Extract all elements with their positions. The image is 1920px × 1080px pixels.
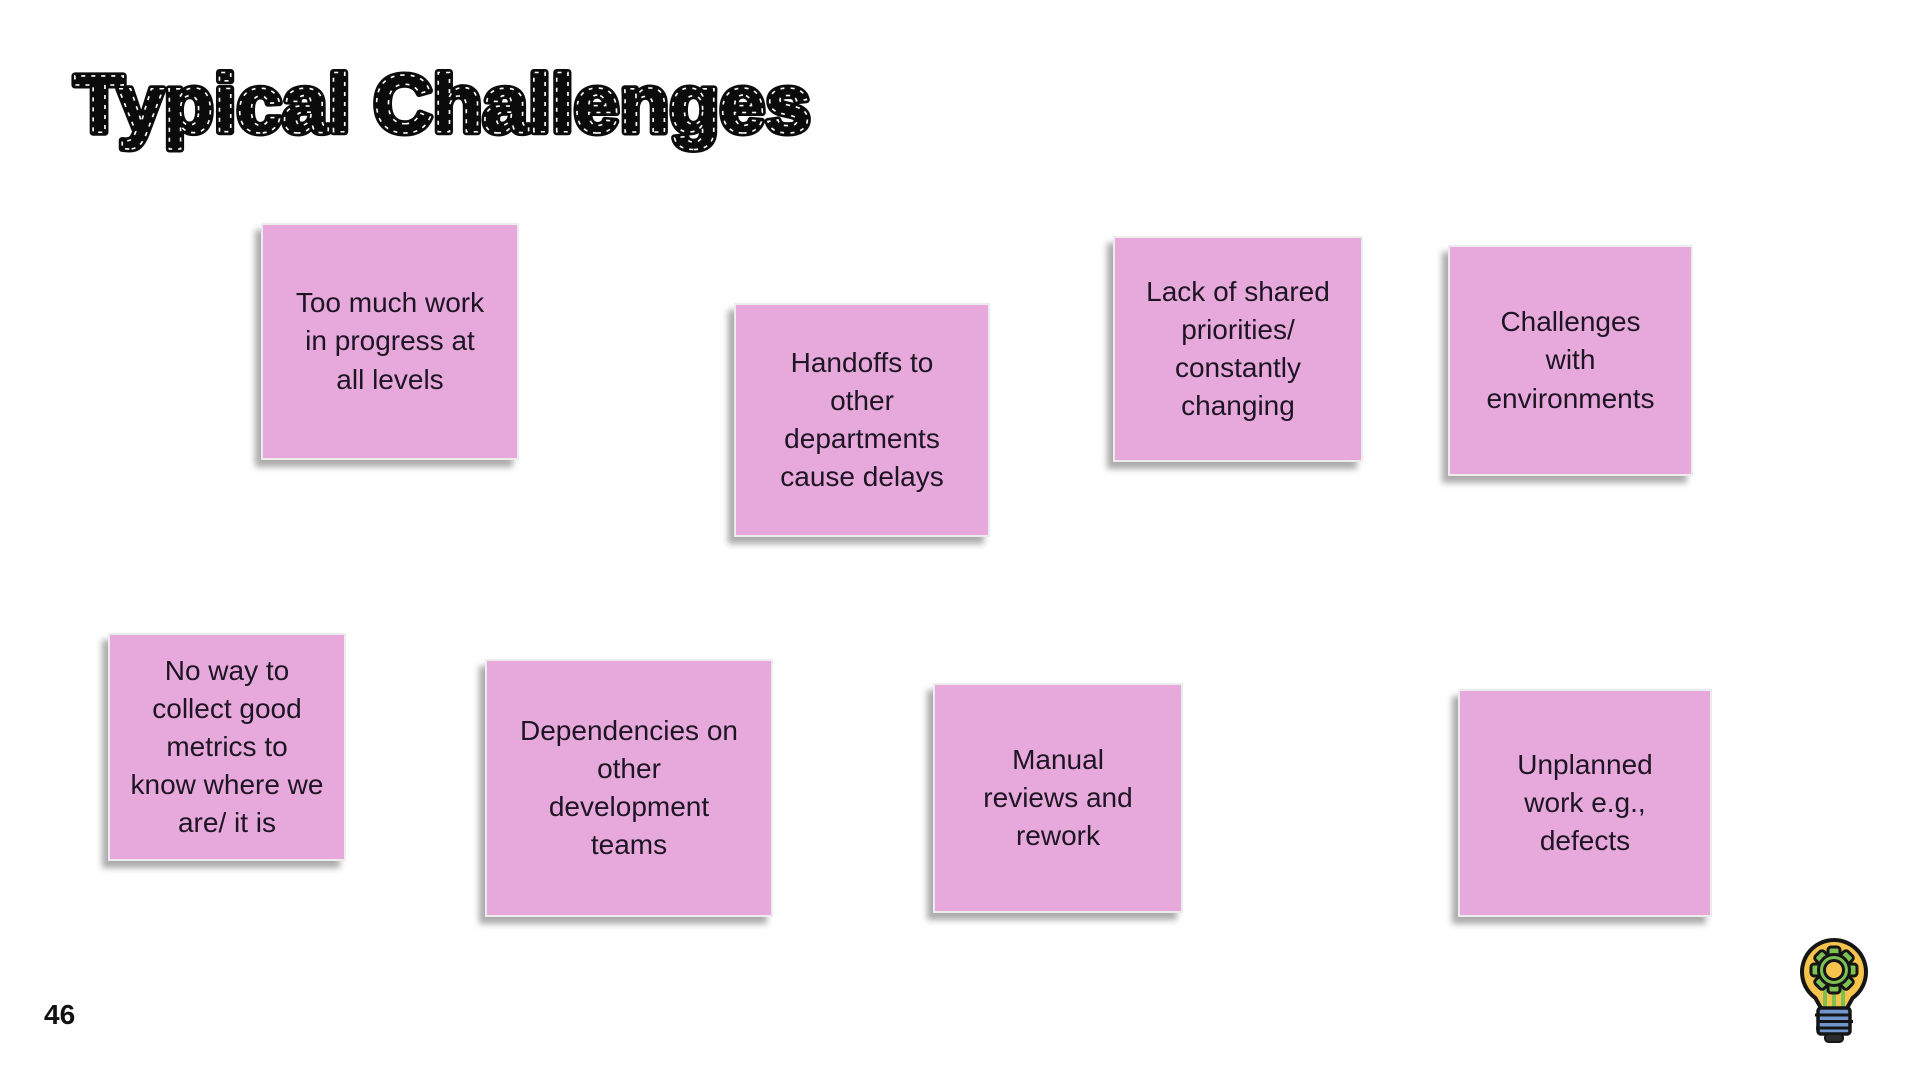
sticky-note-text: Manual reviews and rework bbox=[983, 743, 1133, 852]
page-number: 46 bbox=[44, 999, 76, 1030]
sticky-note-unplanned-work: Unplanned work e.g., defects bbox=[1458, 689, 1712, 917]
sticky-note-text: Challenges with environments bbox=[1486, 306, 1655, 414]
sticky-note-too-much-work: Too much work in progress at all levels bbox=[261, 223, 519, 460]
sticky-note-manual-reviews: Manual reviews and rework bbox=[933, 683, 1183, 913]
sticky-note-challenges-environments: Challenges with environments bbox=[1448, 245, 1693, 476]
sticky-note-dependencies: Dependencies on other development teams bbox=[485, 659, 773, 917]
sticky-note-handoffs: Handoffs to other departments cause dela… bbox=[734, 303, 990, 537]
sticky-note-text: Too much work in progress at all levels bbox=[295, 287, 485, 395]
sticky-note-no-way-to-collect-metrics: No way to collect good metrics to know w… bbox=[108, 633, 346, 861]
gear-center bbox=[1823, 959, 1845, 981]
sticky-note-lack-of-shared-priorities: Lack of shared priorities/ constantly ch… bbox=[1113, 236, 1363, 462]
base-ridges bbox=[1815, 1013, 1853, 1030]
page-title: Typical Challenges Typical Challenges bbox=[71, 56, 815, 154]
sticky-note-text: Handoffs to other departments cause dela… bbox=[780, 346, 944, 493]
bulb-cap bbox=[1824, 1033, 1844, 1043]
sticky-note-text: Unplanned work e.g., defects bbox=[1517, 748, 1653, 857]
page-title-text-base: Typical Challenges bbox=[74, 59, 811, 150]
sticky-note-text: No way to collect good metrics to know w… bbox=[130, 654, 324, 839]
lightbulb-gear-icon bbox=[1800, 938, 1868, 1043]
sticky-note-text: Dependencies on other development teams bbox=[520, 714, 738, 861]
sticky-note-text: Lack of shared priorities/ constantly ch… bbox=[1146, 275, 1330, 422]
page-title-text-dash: Typical Challenges bbox=[74, 59, 811, 150]
